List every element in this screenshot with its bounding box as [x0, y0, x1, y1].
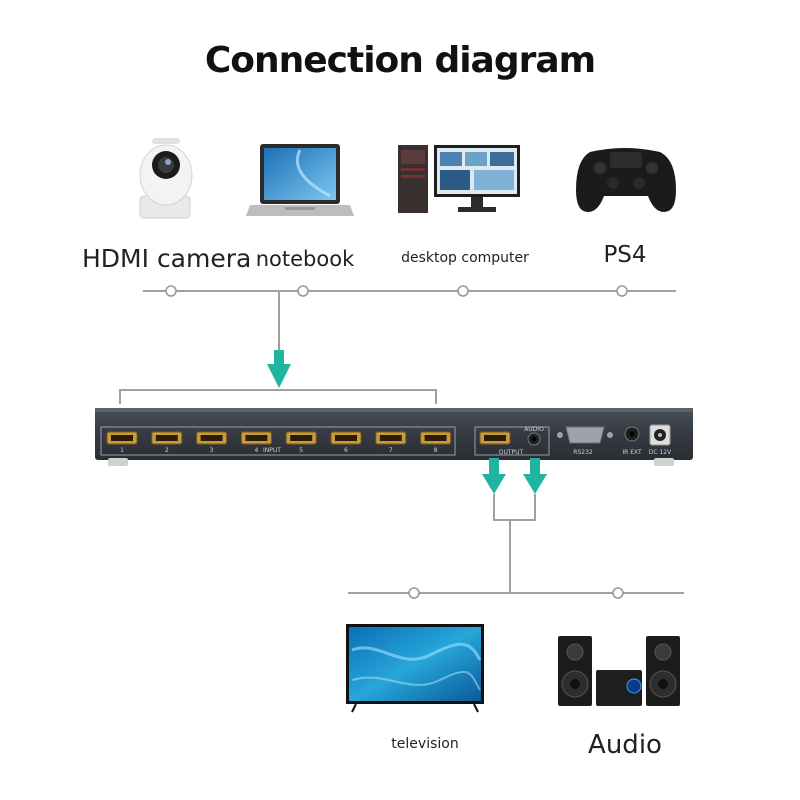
hdmi-switch-device: 1 2 3 4 5 6 7 8 INPUT OUTPUT AUDIO RS232 IR EXT…	[95, 408, 693, 466]
hdmi-port-socket	[111, 435, 133, 441]
output-arrow-icon	[482, 458, 506, 494]
source-node	[616, 285, 628, 297]
source-label-ps4: PS4	[603, 242, 647, 268]
ps4-controller-icon	[576, 148, 676, 212]
source-node	[457, 285, 469, 297]
output-bracket	[493, 494, 536, 521]
hdmi-port-socket	[155, 435, 178, 441]
output-node	[408, 587, 420, 599]
source-label-hdmi-camera: HDMI camera	[82, 244, 252, 273]
input-port-number: 4	[254, 447, 258, 454]
audio-panel-label: AUDIO	[524, 426, 544, 433]
source-label-notebook: notebook	[255, 247, 355, 271]
dc-panel-label: DC 12V	[649, 449, 672, 456]
ir-panel-label: IR EXT	[622, 449, 642, 456]
hdmi-port-socket	[245, 435, 268, 441]
page-title: Connection diagram	[204, 40, 596, 81]
input-bracket	[119, 389, 437, 404]
input-port-number: 1	[120, 447, 124, 454]
input-port-number: 8	[434, 447, 438, 454]
hdmi-port-socket	[379, 435, 402, 441]
input-arrow-icon	[267, 350, 291, 388]
hdmi-port-socket	[424, 435, 447, 441]
audio-speaker-icon	[558, 636, 680, 706]
input-port-number: 5	[299, 447, 303, 454]
audio-arrow-icon	[523, 458, 547, 494]
output-node	[612, 587, 624, 599]
source-node	[297, 285, 309, 297]
hdmi-port-socket	[335, 435, 357, 441]
output-panel-label: OUTPUT	[499, 449, 524, 456]
output-label-television: television	[391, 736, 459, 752]
rs232-panel-label: RS232	[573, 449, 593, 456]
input-port-number: 2	[165, 447, 169, 454]
hdmi-port-socket	[200, 435, 223, 441]
input-port-number: 6	[344, 447, 348, 454]
input-panel-label: INPUT	[263, 447, 281, 454]
source-label-desktop-computer: desktop computer	[401, 250, 529, 266]
desktop-computer-icon	[398, 145, 520, 213]
notebook-icon	[246, 144, 354, 216]
input-port-number: 3	[210, 447, 214, 454]
rs232-port	[565, 426, 605, 444]
hdmi-camera-icon	[139, 138, 193, 219]
hdmi-port-socket	[290, 435, 313, 441]
television-icon	[346, 624, 484, 713]
input-port-number: 7	[389, 447, 393, 454]
output-label-audio: Audio	[588, 730, 662, 760]
source-node	[165, 285, 177, 297]
